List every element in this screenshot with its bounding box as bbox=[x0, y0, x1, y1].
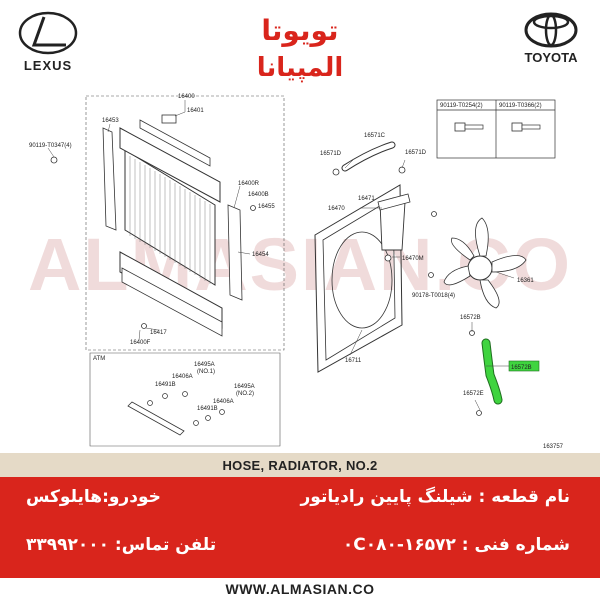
website-link[interactable]: WWW.ALMASIAN.CO bbox=[225, 581, 375, 597]
label-16495a-2: 16495A bbox=[234, 384, 255, 390]
shop-logo-line2: المپیانا bbox=[257, 53, 344, 83]
label-16406a-1: 16406A bbox=[172, 374, 193, 380]
radiator-group-frame bbox=[85, 95, 285, 351]
label-16400f: 16400F bbox=[130, 340, 151, 346]
label-bolt-1: 90119-T0254(2) bbox=[440, 103, 483, 109]
shop-logo-line1: تویوتا bbox=[261, 14, 338, 47]
label-16400r: 16400R bbox=[238, 181, 260, 187]
label-16571d-2: 16571D bbox=[405, 150, 427, 156]
fan-shroud bbox=[314, 184, 403, 373]
bolt-icon-2 bbox=[511, 122, 541, 132]
part-title-bar: HOSE, RADIATOR, NO.2 bbox=[0, 453, 600, 477]
header: LEXUS TOYOTA تویوتا المپیانا bbox=[0, 0, 600, 90]
label-16572b-a: 16572B bbox=[460, 315, 481, 321]
reserve-tank bbox=[377, 193, 437, 262]
footer: WWW.ALMASIAN.CO bbox=[0, 578, 600, 600]
header-graphics: LEXUS TOYOTA تویوتا المپیانا bbox=[18, 11, 579, 83]
figure-id: 163757 bbox=[543, 444, 564, 450]
label-16361: 16361 bbox=[517, 278, 534, 284]
label-90178-t0018: 90178-T0018(4) bbox=[412, 293, 455, 299]
label-no1: (NO.1) bbox=[197, 369, 215, 375]
leader-lines bbox=[47, 100, 515, 411]
toyota-logo-icon bbox=[524, 12, 578, 48]
shop-logo: تویوتا المپیانا bbox=[257, 14, 344, 83]
label-16572e: 16572E bbox=[463, 391, 484, 397]
label-16455: 16455 bbox=[258, 204, 275, 210]
label-16572b-b: 16572B bbox=[511, 365, 532, 371]
label-16571c: 16571C bbox=[364, 133, 386, 139]
label-16470m: 16470M bbox=[402, 256, 424, 262]
atm-frame bbox=[89, 352, 281, 447]
label-16454: 16454 bbox=[252, 252, 269, 258]
label-16471: 16471 bbox=[358, 196, 375, 202]
parts-diagram: ALMASIAN.CO bbox=[0, 90, 600, 453]
cooling-fan bbox=[428, 217, 527, 309]
part-name: نام قطعه : شیلنگ پایین رادیاتور bbox=[300, 487, 570, 507]
label-16491b-2: 16491B bbox=[197, 406, 218, 412]
radiator-assembly bbox=[50, 114, 256, 337]
part-title: HOSE, RADIATOR, NO.2 bbox=[222, 457, 378, 473]
toyota-brand-text: TOYOTA bbox=[525, 50, 579, 65]
label-16491b-1: 16491B bbox=[155, 382, 176, 388]
label-16401: 16401 bbox=[187, 108, 204, 114]
label-16495a-1: 16495A bbox=[194, 362, 215, 368]
parts-diagram-svg: ALMASIAN.CO bbox=[28, 94, 570, 450]
lexus-logo-icon bbox=[18, 11, 78, 55]
label-90119-t0347: 90119-T0347(4) bbox=[29, 143, 72, 149]
lexus-brand-text: LEXUS bbox=[24, 58, 72, 73]
part-number: شماره فنی : ۱۶۵۷۲-۰C۰۸۰ bbox=[342, 535, 570, 555]
label-16453: 16453 bbox=[102, 118, 119, 124]
label-16400: 16400 bbox=[178, 94, 195, 100]
label-no2: (NO.2) bbox=[236, 391, 254, 397]
atm-cooler-parts bbox=[127, 391, 225, 436]
label-16417: 16417 bbox=[150, 330, 167, 336]
label-bolt-2: 90119-T0366(2) bbox=[499, 103, 542, 109]
label-16400b: 16400B bbox=[248, 192, 269, 198]
bolts-table bbox=[436, 99, 556, 159]
car-model: خودرو:هایلوکس bbox=[26, 487, 161, 507]
label-16406a-2: 16406A bbox=[213, 399, 234, 405]
bolt-icon bbox=[454, 122, 484, 132]
label-atm: ATM bbox=[93, 356, 105, 362]
contact-phone: تلفن تماس: ۳۳۹۹۲۰۰۰ bbox=[26, 535, 217, 555]
label-16470: 16470 bbox=[328, 206, 345, 212]
upper-hose bbox=[332, 141, 406, 176]
label-16711: 16711 bbox=[345, 358, 362, 364]
lower-radiator-hose bbox=[469, 330, 540, 416]
label-16571d-1: 16571D bbox=[320, 151, 342, 157]
part-info-panel: نام قطعه : شیلنگ پایین رادیاتور خودرو:ها… bbox=[0, 477, 600, 578]
